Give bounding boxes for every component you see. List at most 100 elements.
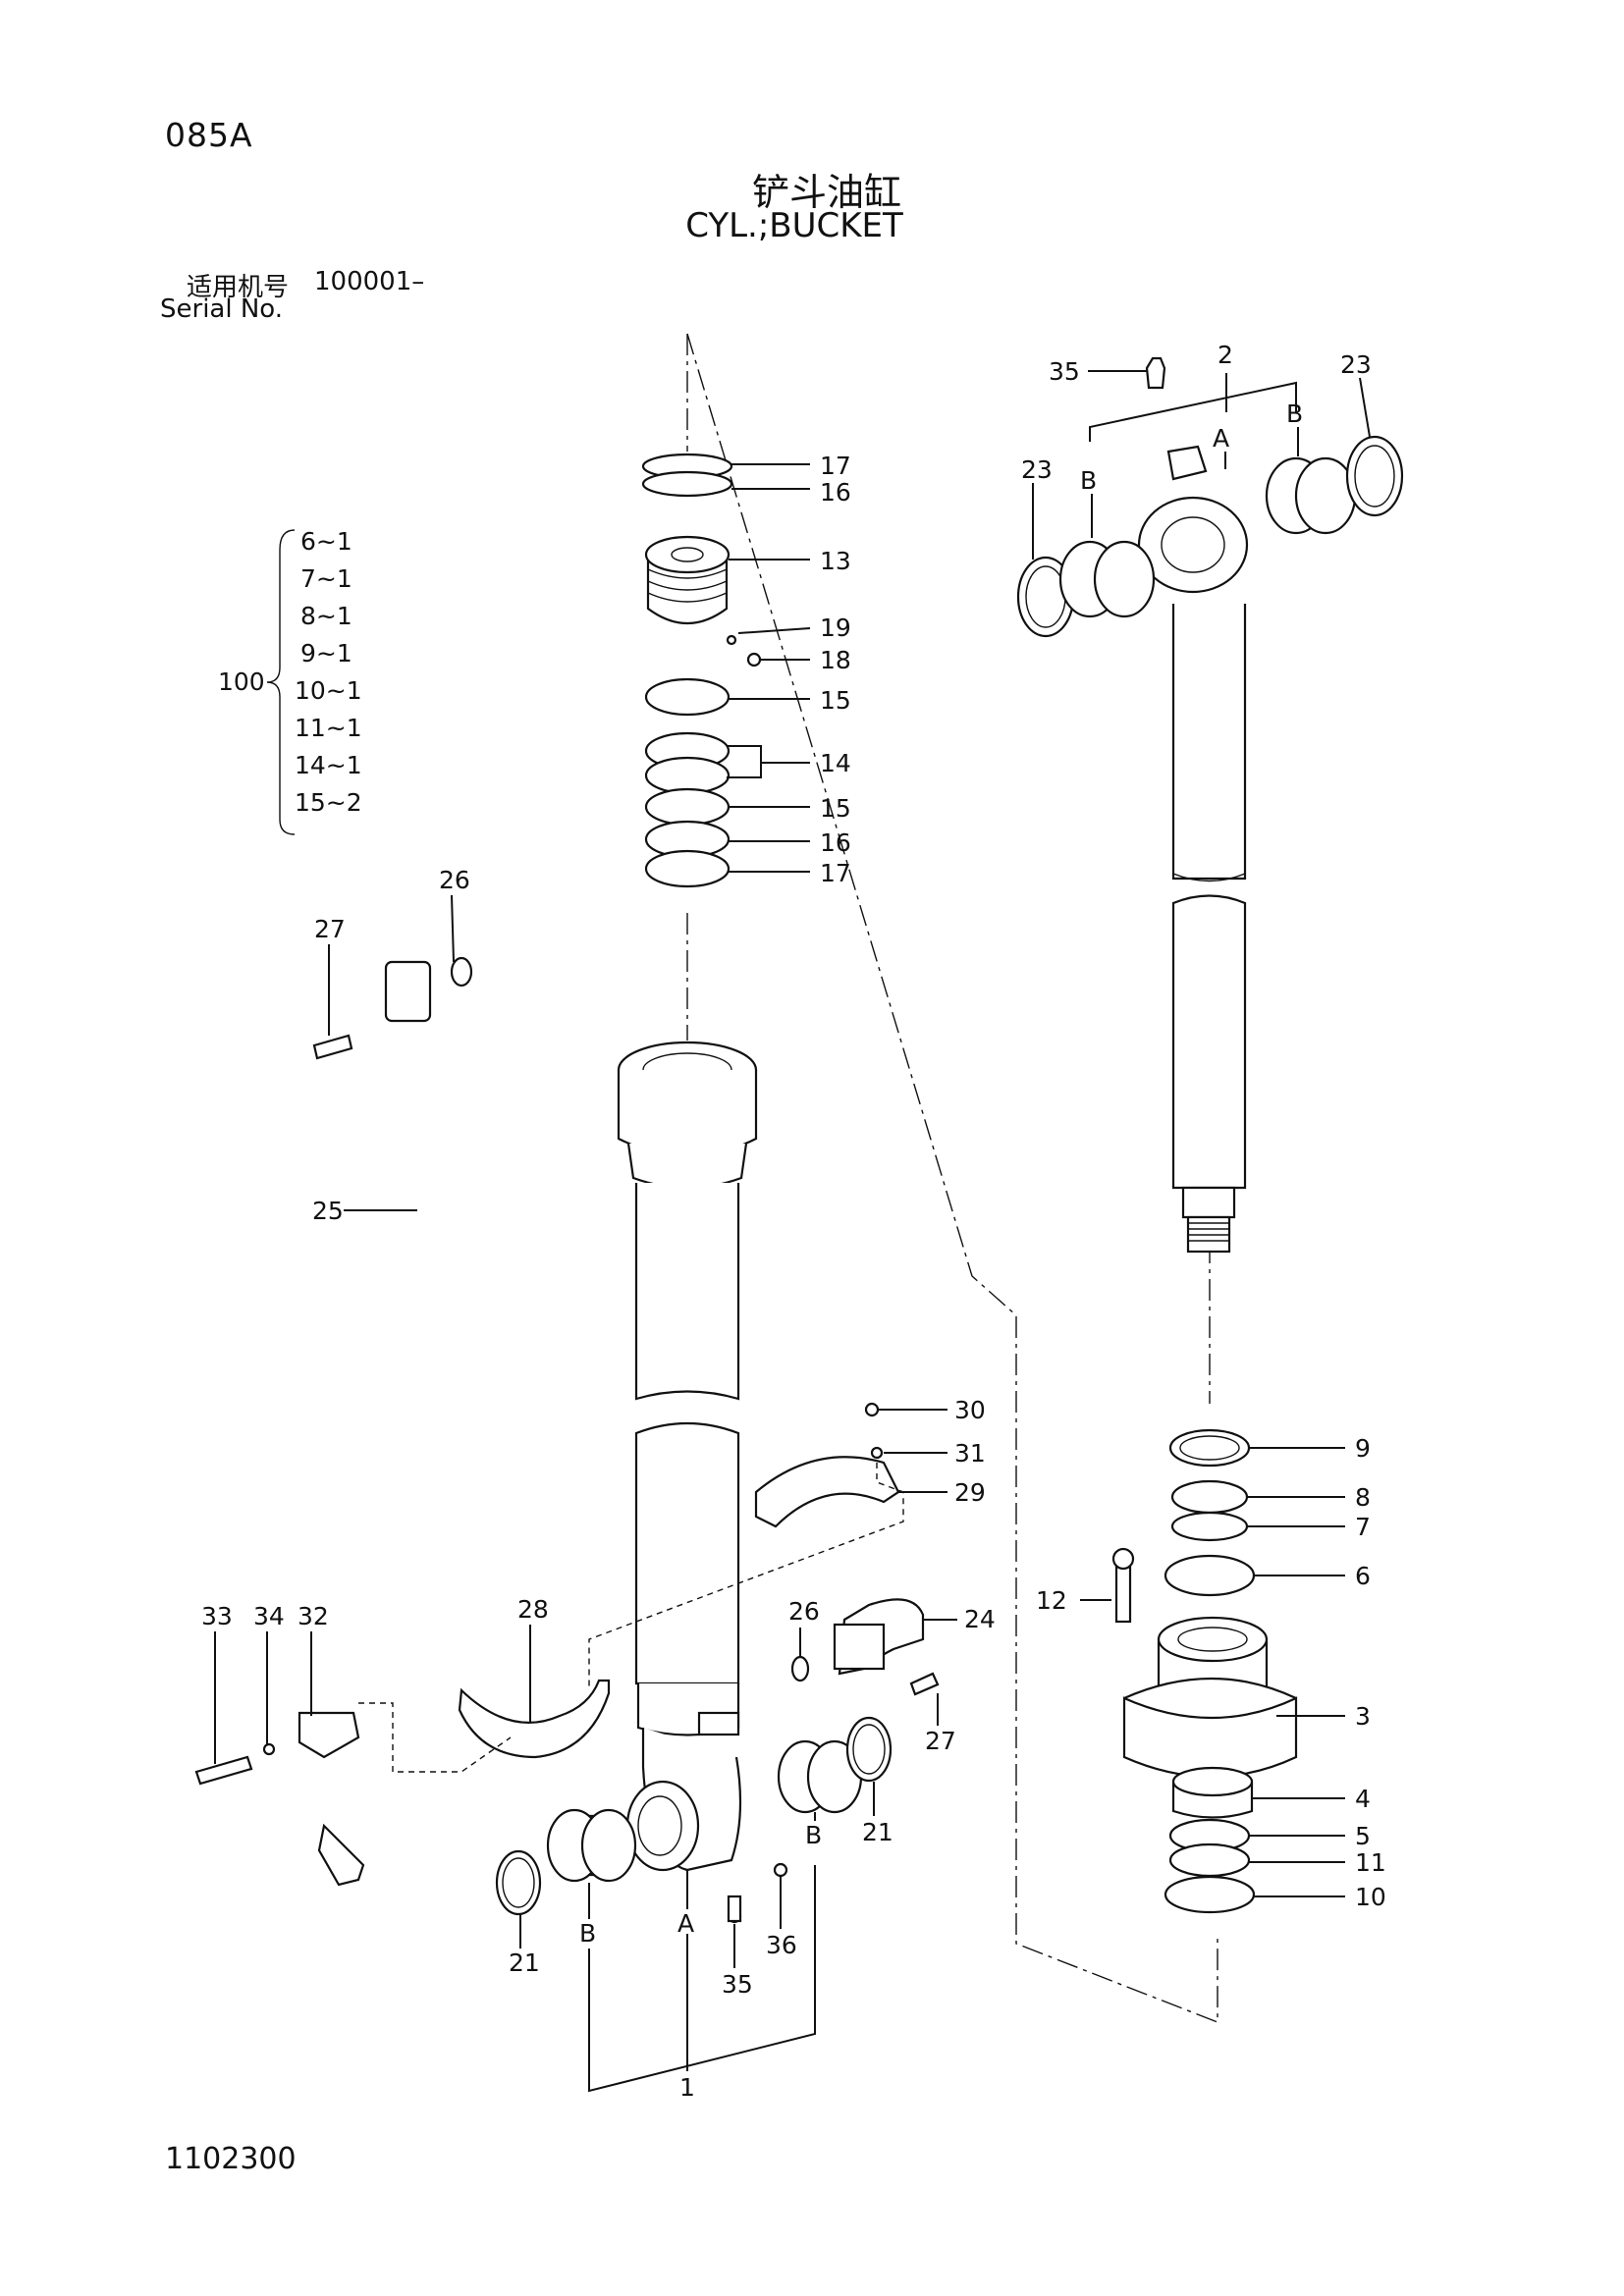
callout-3: 3 [1355,1702,1371,1731]
callout-26: 26 [439,866,470,894]
cylinder-head-stack [1111,1428,1298,1914]
callout-4: 4 [1355,1785,1371,1813]
ring-15b [644,787,731,827]
callout-10: 10 [1355,1883,1386,1911]
callout-6: 6 [1355,1562,1371,1590]
callout-A: A [677,1909,694,1938]
ring-15 [644,677,731,717]
washer-31 [870,1446,884,1460]
footer-code: 1102300 [165,2142,297,2176]
seal-kit-list: 100 6~1 7~1 8~1 9~1 10~1 11~1 14~1 15~2 [218,527,362,835]
callout-19: 19 [820,614,851,642]
tab [697,1711,740,1736]
serial-label-english: Serial No. [160,294,283,324]
callout-26: 26 [788,1597,820,1626]
ring-8 [1170,1479,1249,1515]
block-32 [298,1711,360,1759]
callout-2: 2 [1218,341,1233,369]
kit-entry: 9~1 [300,639,352,667]
ring-10 [1164,1875,1256,1914]
callout-B: B [579,1919,596,1948]
elbow-assembly [790,1598,940,1696]
assembly-guide-lines [686,333,1218,2024]
callout-35: 35 [1049,357,1080,386]
block-assembly [194,1702,512,1786]
kit-number: 100 [218,667,265,696]
callout-B: B [1286,400,1303,428]
rod-bushings [1016,435,1404,638]
callout-36: 36 [766,1931,797,1959]
callout-16: 16 [820,828,851,857]
bolt-12 [1114,1561,1132,1624]
grease-fitting-35 [1145,356,1166,390]
callout-23: 23 [1340,350,1372,379]
callout-7: 7 [1355,1513,1371,1541]
kit-entry: 15~2 [295,788,362,817]
callout-B: B [805,1821,822,1849]
kit-entry: 8~1 [300,602,352,630]
callout-9: 9 [1355,1434,1371,1463]
piston-rod [1137,356,1249,1254]
callout-29: 29 [954,1478,986,1507]
ring-17b [644,849,731,888]
callout-27: 27 [925,1727,956,1755]
callout-21: 21 [862,1818,893,1846]
cylinder-tube [617,1041,758,1924]
bolt-27 [312,1034,353,1060]
ring-7 [1170,1511,1249,1542]
kit-entry: 11~1 [295,714,362,742]
callout-16: 16 [820,478,851,507]
callout-23: 23 [1021,455,1053,484]
serial-range: 100001– [314,267,425,296]
callout-17: 17 [820,452,851,480]
kit-entry: 10~1 [295,676,362,705]
callout-8: 8 [1355,1483,1371,1512]
screw-18 [746,652,762,667]
bolt-30 [864,1402,880,1417]
callout-27: 27 [314,915,346,943]
callout-18: 18 [820,646,851,674]
callout-25: 25 [312,1197,344,1225]
grease-fitting-36 [773,1862,788,1878]
clamp-29 [754,1456,900,1528]
title-english: CYL.;BUCKET [685,206,903,245]
callout-15: 15 [820,686,851,715]
dust-seal-23-right [1345,435,1404,517]
ring-16 [641,470,733,498]
callout-24: 24 [964,1605,996,1633]
ring-6 [1164,1554,1256,1597]
right-callouts: 9 8 7 6 12 3 4 5 11 10 [1036,1434,1386,1911]
washer-34 [262,1742,276,1756]
serial-label-chinese: 适用机号 [187,273,290,302]
ball-19 [726,634,737,646]
callout-30: 30 [954,1396,986,1424]
o-ring-26b [790,1655,810,1682]
o-ring-26 [450,956,473,988]
callout-13: 13 [820,547,851,575]
ring-14b [644,756,731,795]
clamp-28 [458,1679,611,1759]
callout-11: 11 [1355,1848,1386,1877]
callout-1: 1 [679,2073,695,2102]
callout-15: 15 [820,794,851,823]
bolt-33 [194,1755,253,1786]
ring-11 [1168,1842,1251,1878]
piston-seal-stack [641,453,762,888]
page-code: 085A [165,116,253,154]
bottom-pin-bushings [495,1716,893,1916]
title-chinese: 铲斗油缸 [751,171,901,214]
pipe-assembly-left [312,956,473,1887]
center-callouts: 17 16 13 19 18 15 14 15 16 17 [727,452,851,887]
dust-seal-21b [845,1716,893,1783]
callout-34: 34 [253,1602,285,1630]
left-callouts: 26 27 25 28 33 34 32 21 B A 1 35 36 B 21 [201,866,893,2102]
callout-14: 14 [820,749,851,777]
callout-17: 17 [820,859,851,887]
callout-35: 35 [722,1970,753,1999]
bushing-4 [1171,1766,1254,1797]
callout-33: 33 [201,1602,233,1630]
callout-B: B [1080,466,1097,495]
rod-callouts: 35 2 A B B 23 23 [1021,341,1372,560]
callout-5: 5 [1355,1822,1371,1850]
